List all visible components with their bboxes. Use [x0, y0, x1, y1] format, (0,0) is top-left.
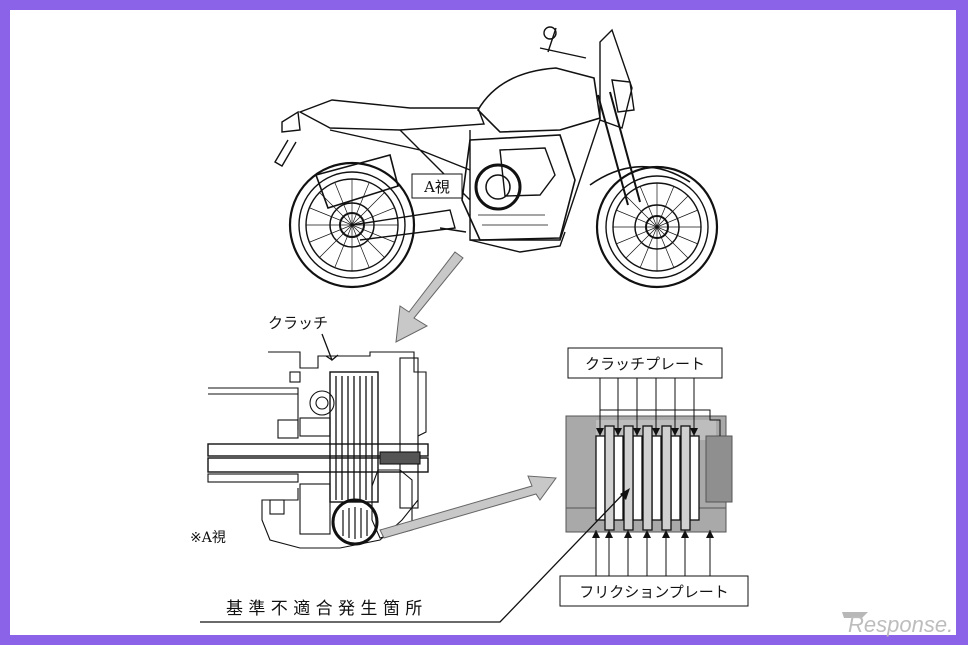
watermark-text: Response. — [848, 612, 953, 637]
detail-arrow — [379, 475, 557, 539]
friction-plate-arrows — [595, 530, 711, 576]
clutch-plate-arrows — [599, 378, 721, 436]
defect-leader-arrowhead — [620, 488, 630, 500]
clutch-plate-label-box — [567, 347, 723, 379]
clutch-cover-icon — [485, 174, 511, 200]
clutch-plate-label: クラッチプレート — [585, 355, 705, 373]
friction-plate-label-box — [559, 575, 749, 607]
view-direction-arrow — [395, 251, 464, 343]
clutch-section-view — [207, 351, 429, 549]
defect-location-label: 基 準 不 適 合 発 生 箇 所 — [226, 599, 422, 619]
view-a-label: A視 — [423, 178, 450, 196]
response-watermark: Response. — [842, 612, 953, 637]
friction-plate-label: フリクションプレート — [579, 583, 729, 601]
clutch-pointer — [321, 333, 339, 362]
friction-plate-arrowheads — [592, 530, 714, 538]
zoom-marker-plates — [342, 507, 368, 539]
view-a-note: ※A視 — [190, 530, 226, 546]
clutch-label: クラッチ — [268, 314, 328, 332]
view-a-marker — [474, 163, 522, 211]
plate-detail-view — [565, 415, 733, 533]
defect-zoom-marker — [331, 498, 379, 546]
motorcycle-illustration — [274, 26, 719, 289]
view-a-label-box — [411, 173, 463, 199]
clutch-plate-arrowheads — [596, 428, 698, 436]
defect-leader-line — [200, 491, 626, 623]
